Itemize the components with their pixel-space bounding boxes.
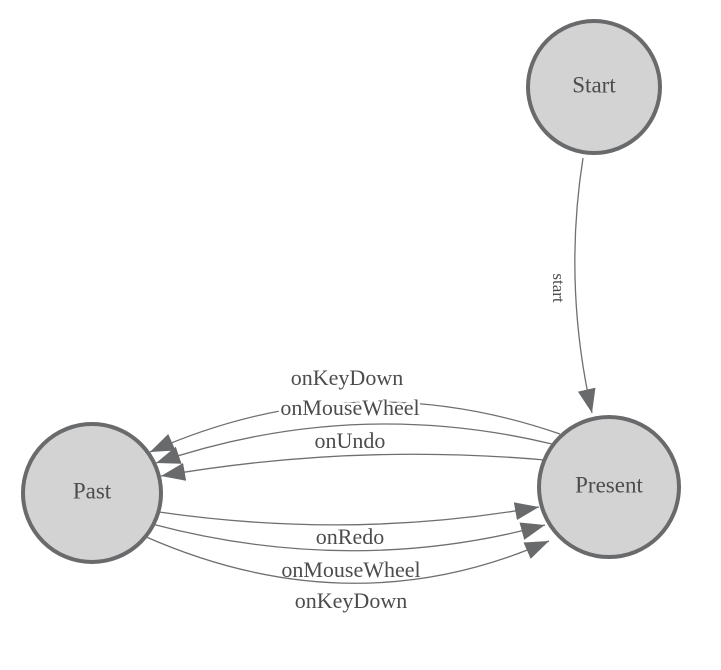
edge-label-start-to-present: start <box>549 273 568 303</box>
edge-start-to-present <box>574 157 596 414</box>
node-present <box>537 415 681 559</box>
edge-label-present-to-past-onkeydown: onKeyDown <box>291 365 403 390</box>
node-label-past: Past <box>73 478 112 503</box>
node-label-start: Start <box>572 72 616 97</box>
node-past <box>21 422 163 564</box>
edge-label-past-to-present-onmousewheel: onMouseWheel <box>281 557 420 582</box>
edge-past-to-present-onmousewheel <box>151 522 546 552</box>
edge-past-to-present-onkeydown <box>143 535 550 584</box>
edge-label-present-to-past-onmousewheel: onMouseWheel <box>280 395 419 420</box>
node-start <box>526 19 662 155</box>
edge-past-to-present-onredo <box>158 502 540 526</box>
node-label-present: Present <box>575 472 643 497</box>
edge-present-to-past-onkeydown <box>149 401 561 453</box>
edge-present-to-past-onundo <box>160 453 546 481</box>
edge-present-to-past-onmousewheel <box>155 423 553 464</box>
edge-label-past-to-present-onkeydown: onKeyDown <box>295 588 407 613</box>
edge-label-past-to-present-onredo: onRedo <box>316 524 384 549</box>
edge-label-present-to-past-onundo: onUndo <box>315 428 386 453</box>
